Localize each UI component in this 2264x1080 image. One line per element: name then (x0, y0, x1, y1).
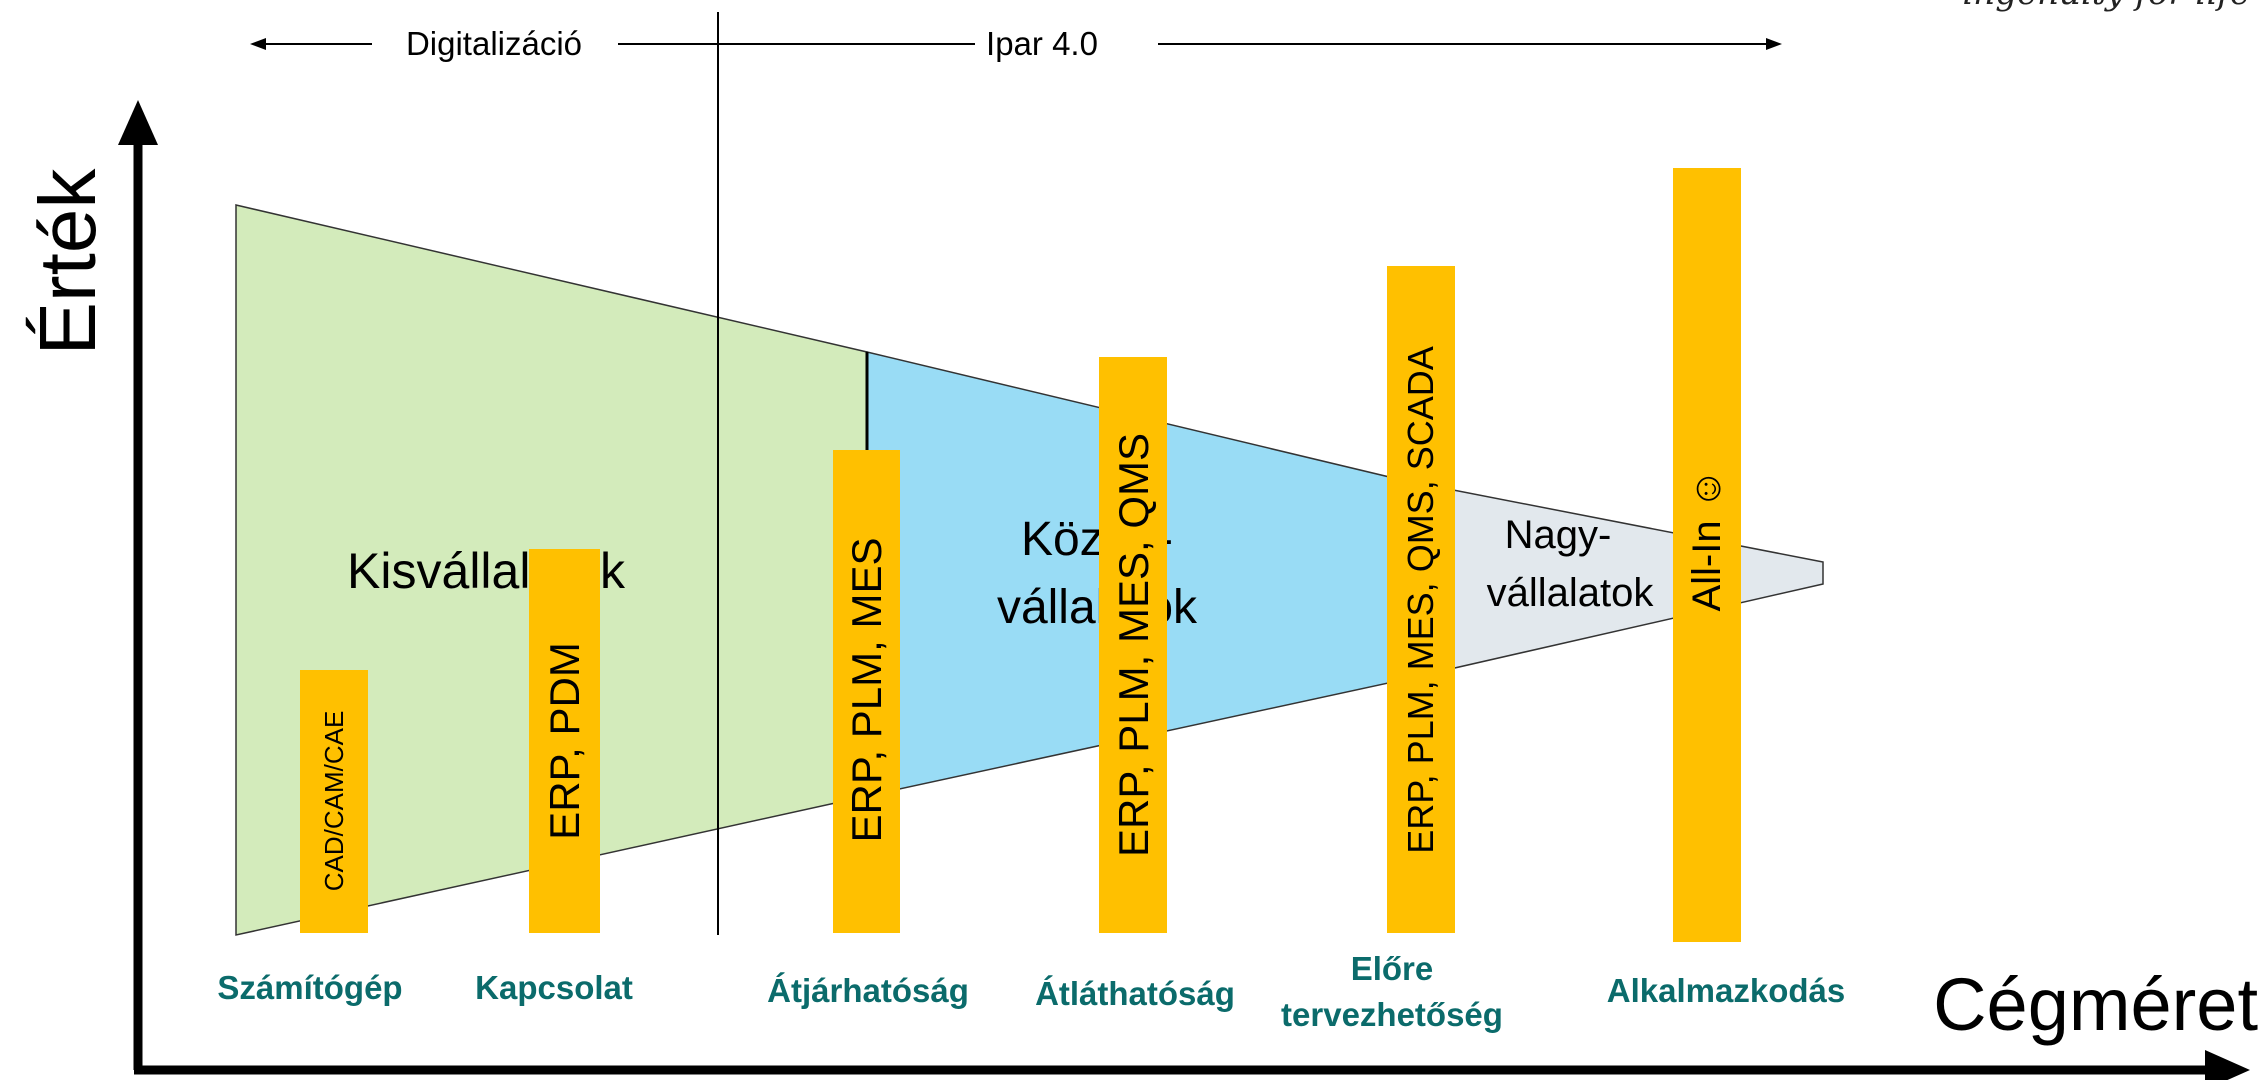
phase-label-atjarhatosag: Átjárhatóság (767, 972, 969, 1009)
bar-erp-plm-mes-qms-scada (1387, 266, 1455, 933)
top-arrow-right-label: Ipar 4.0 (986, 25, 1098, 62)
phase-label-szamitogep: Számítógép (217, 969, 402, 1006)
bar-label-erp-pdm: ERP, PDM (541, 642, 588, 840)
bar-erp-plm-mes-qms (1099, 357, 1167, 933)
y-axis-arrowhead (118, 100, 158, 145)
bar-label-erp-plm-mes-qms: ERP, PLM, MES, QMS (1110, 433, 1157, 857)
large-companies-label-line2: vállalatok (1487, 571, 1655, 615)
phase-label-elore-line1: Előre (1351, 950, 1434, 987)
phase-label-alkalmazkodas: Alkalmazkodás (1607, 972, 1845, 1009)
large-companies-label-line1: Nagy- (1505, 513, 1612, 557)
bar-all-in (1673, 168, 1741, 942)
phase-label-elore-line2: tervezhetőség (1281, 996, 1503, 1033)
x-axis-label: Cégméret (1933, 963, 2258, 1046)
top-arrow-left-label: Digitalizáció (406, 25, 582, 62)
bar-label-erp-plm-mes-qms-scada: ERP, PLM, MES, QMS, SCADA (1400, 346, 1441, 853)
bar-cad-cam-cae (300, 670, 368, 933)
bar-label-erp-plm-mes: ERP, PLM, MES (843, 538, 890, 843)
bar-erp-plm-mes (833, 450, 900, 933)
x-axis-arrowhead (2205, 1050, 2250, 1080)
medium-companies-label-line2: vállalatok (997, 581, 1198, 634)
phase-label-atlathatosag: Átláthatóság (1035, 975, 1235, 1012)
top-arrow-head-left (250, 38, 266, 50)
phase-label-kapcsolat: Kapcsolat (475, 969, 633, 1006)
y-axis-label: Érték (23, 168, 112, 356)
bar-erp-pdm (529, 549, 600, 933)
bar-label-cad-cam-cae: CAD/CAM/CAE (319, 711, 349, 892)
top-arrow-head-right (1766, 38, 1782, 50)
brand-tagline: ingenuity for life (1962, 0, 2250, 13)
bar-label-all-in: All-In ☺ (1685, 468, 1729, 611)
